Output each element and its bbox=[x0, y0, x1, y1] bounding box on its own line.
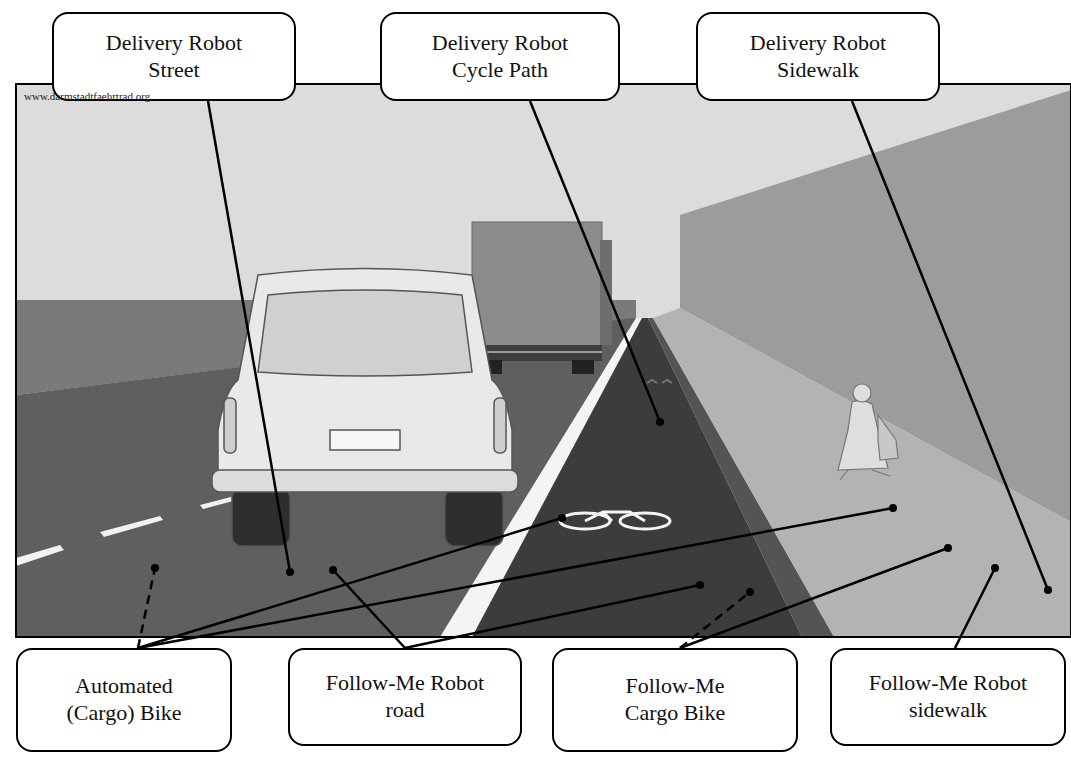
callout-text: Follow-Me Cargo Bike bbox=[613, 673, 738, 727]
callout-box: Follow-Me Robot sidewalk bbox=[830, 648, 1066, 746]
callout-text: Automated (Cargo) Bike bbox=[52, 673, 197, 727]
callout-box: Delivery Robot Cycle Path bbox=[380, 12, 620, 101]
watermark: www.darmstadtfaehrtrad.org bbox=[24, 90, 150, 102]
callout-text: Follow-Me Robot sidewalk bbox=[856, 670, 1041, 724]
callout-text: Delivery Robot Street bbox=[89, 30, 259, 84]
callout-text: Delivery Robot Sidewalk bbox=[733, 30, 903, 84]
callout-box: Delivery Robot Sidewalk bbox=[696, 12, 940, 101]
callout-box: Follow-Me Cargo Bike bbox=[552, 648, 798, 752]
callout-box: Automated (Cargo) Bike bbox=[16, 648, 232, 752]
callout-text: Follow-Me Robot road bbox=[313, 670, 498, 724]
callout-text: Delivery Robot Cycle Path bbox=[415, 30, 585, 84]
callout-box: Delivery Robot Street bbox=[52, 12, 296, 101]
callout-box: Follow-Me Robot road bbox=[288, 648, 522, 746]
